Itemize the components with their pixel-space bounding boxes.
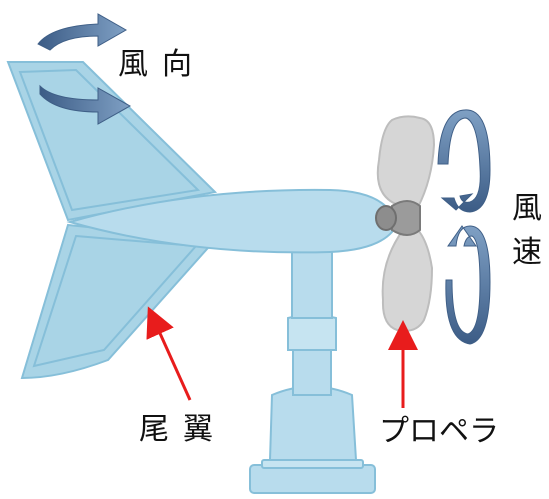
wind-direction-arrows [37,13,132,125]
wind-direction-label: 風向 [118,47,206,82]
tail-fin-label: 尾翼 [139,412,227,447]
wind-speed-label-bottom: 速 [512,234,542,270]
wind-speed-arrows [437,109,491,345]
wind-speed-label: 風 速 [510,187,544,274]
wind-speed-label-top: 風 [512,191,542,226]
propeller [375,115,436,332]
tail-fin-pointer-arrow [146,306,192,401]
base-stand [249,243,376,494]
tail-fin [6,61,218,380]
propeller-label: プロペラ [379,414,499,449]
